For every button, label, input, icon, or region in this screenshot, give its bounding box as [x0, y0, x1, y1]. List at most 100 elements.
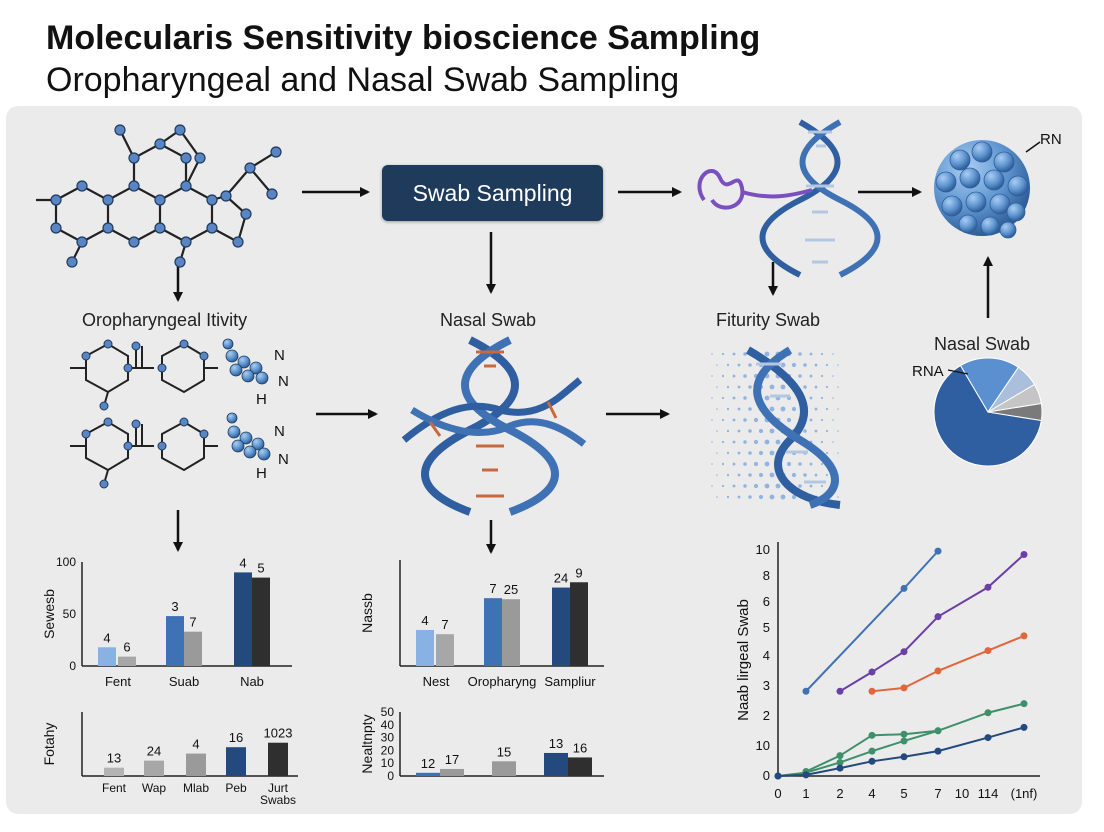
halftone-dot: [732, 352, 736, 356]
halftone-dot: [780, 494, 786, 500]
halftone-dot: [775, 483, 781, 489]
halftone-dot: [837, 386, 839, 388]
halftone-dot: [737, 473, 741, 477]
nasal-swab-pie-label: Nasal Swab: [934, 334, 1031, 354]
line-point: [836, 764, 844, 772]
halftone-dot: [743, 484, 747, 488]
y-tick-label: 30: [381, 731, 395, 745]
halftone-dot: [758, 428, 764, 434]
line-point: [868, 757, 876, 765]
line-point: [900, 737, 908, 745]
y-tick-label: 10: [381, 756, 395, 770]
y-axis-label: Nealtnpty: [359, 714, 375, 773]
halftone-dot: [798, 462, 802, 466]
halftone-dot: [711, 463, 713, 465]
halftone-dot: [721, 352, 725, 356]
oropharyngeal-label: Oropharyngeal Itivity: [82, 310, 248, 330]
halftone-dot: [837, 496, 839, 498]
x-tick-label: 10: [955, 786, 969, 801]
halftone-dot: [837, 452, 839, 454]
halftone-dot: [743, 352, 747, 356]
y-tick-label: 50: [63, 607, 77, 621]
x-tick-label: Peb: [225, 781, 247, 795]
halftone-dot: [809, 352, 813, 356]
halftone-dot: [825, 363, 829, 367]
halftone-dot: [737, 429, 741, 433]
atom-label-n: N: [278, 451, 289, 468]
halftone-dot: [820, 418, 824, 422]
halftone-dot: [748, 495, 752, 499]
halftone-dot: [726, 473, 730, 477]
line-point: [1020, 723, 1028, 731]
halftone-dot: [748, 363, 752, 367]
halftone-dot: [825, 451, 829, 455]
halftone-dot: [753, 461, 759, 467]
bar-value-label: 13: [549, 736, 563, 751]
halftone-dot: [809, 462, 813, 466]
halftone-dot: [716, 408, 718, 410]
halftone-dot: [809, 396, 813, 400]
y-tick-label: 4: [763, 648, 770, 663]
bar: [544, 752, 568, 776]
halftone-dot: [769, 428, 775, 434]
halftone-dot: [753, 483, 759, 489]
halftone-dot: [791, 406, 797, 412]
y-tick-label: 0: [763, 768, 770, 783]
halftone-dot: [732, 396, 736, 400]
molecule-structure-icon: [36, 124, 282, 268]
line-point: [900, 648, 908, 656]
bar-value-label: 9: [575, 565, 582, 580]
bar-value-label: 17: [445, 752, 459, 767]
halftone-dot: [748, 385, 752, 389]
halftone-dot: [786, 461, 792, 467]
line-point: [900, 684, 908, 692]
halftone-dot: [721, 418, 725, 422]
bar: [416, 772, 440, 776]
atom-cluster-icon: [226, 412, 271, 461]
atom-cluster-icon: [222, 338, 269, 385]
halftone-dot: [825, 473, 829, 477]
y-tick-label: 100: [56, 555, 76, 569]
pie-slice: [933, 364, 1042, 467]
halftone-dot: [803, 473, 807, 477]
halftone-dot: [748, 407, 752, 411]
line-point: [984, 709, 992, 717]
bar: [552, 587, 570, 666]
pie-slice: [959, 357, 1020, 413]
line-point: [934, 547, 942, 555]
dna-protein-icon: [697, 119, 881, 278]
bar: [436, 634, 454, 666]
bar: [226, 747, 246, 776]
halftone-dot: [726, 429, 730, 433]
halftone-dot: [726, 385, 730, 389]
halftone-dot: [769, 406, 775, 412]
rna-cluster-icon: RN: [934, 131, 1062, 239]
line-point: [984, 734, 992, 742]
pie-slice: [987, 402, 1043, 422]
bar-value-label: 4: [239, 555, 246, 570]
halftone-dot: [726, 407, 730, 411]
x-tick-label: 5: [900, 786, 907, 801]
y-axis-label: Sewesb: [41, 589, 57, 639]
halftone-dot: [753, 439, 759, 445]
halftone-dot: [798, 352, 802, 356]
y-tick-label: 50: [381, 705, 395, 719]
halftone-dot: [743, 440, 747, 444]
halftone-dot: [737, 451, 741, 455]
halftone-dot: [748, 473, 752, 477]
halftone-dot: [743, 462, 747, 466]
line-point: [1020, 700, 1028, 708]
halftone-dot: [814, 363, 818, 367]
halftone-dot: [814, 385, 818, 389]
line-point: [1020, 551, 1028, 559]
x-tick-label: Oropharyng: [468, 674, 537, 689]
x-tick-label: Mlab: [183, 781, 209, 795]
halftone-dot: [764, 439, 770, 445]
line-point: [868, 747, 876, 755]
halftone-dot: [743, 418, 747, 422]
halftone-dot: [758, 472, 764, 478]
y-tick-label: 20: [381, 743, 395, 757]
bar-value-label: 4: [421, 613, 428, 628]
